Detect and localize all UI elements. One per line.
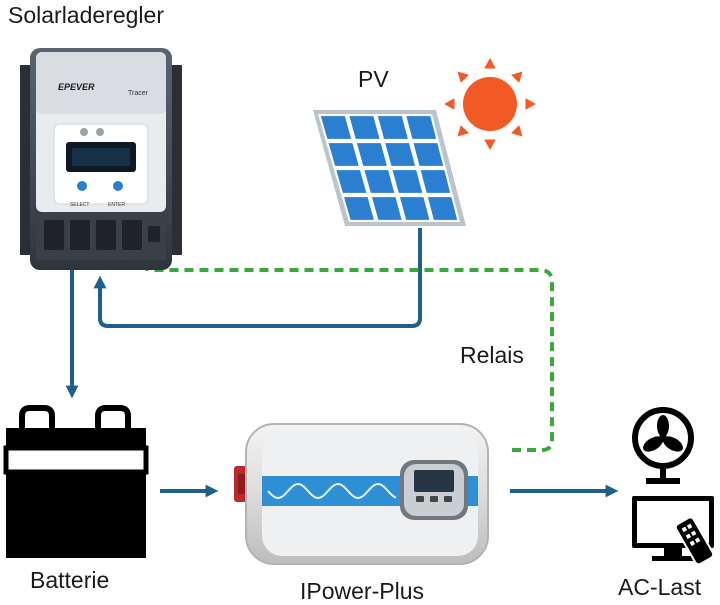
pv-cell <box>364 170 395 193</box>
pv-cell <box>385 143 416 166</box>
controller-label: Solarladeregler <box>8 2 164 28</box>
sun-ray <box>457 125 469 137</box>
sun-ray <box>511 125 523 137</box>
controller-select-label: SELECT <box>70 202 89 208</box>
pv-cell <box>420 170 451 193</box>
battery-label: Batterie <box>30 567 110 593</box>
pv-cell <box>344 197 374 220</box>
pv-cell <box>320 116 352 139</box>
charge-controller: EPEVER Tracer SELECT ENTER <box>20 48 182 270</box>
pv-cell <box>328 143 359 166</box>
pv-cell <box>356 143 387 166</box>
controller-brand: EPEVER <box>58 82 95 92</box>
sun-ray <box>457 71 469 83</box>
pv-cell <box>372 197 402 220</box>
solar-panel-icon <box>313 110 466 226</box>
pv-cell <box>406 116 437 139</box>
relay-label: Relais <box>460 342 524 368</box>
pv-cell <box>349 116 380 139</box>
remote-control-icon <box>674 516 715 566</box>
battery-icon <box>3 405 149 558</box>
pv-cell <box>336 170 367 193</box>
sun-ray <box>484 58 496 69</box>
sun-ray <box>484 139 496 150</box>
pv-cell <box>427 197 458 220</box>
pv-cell <box>377 116 408 139</box>
pv-cell <box>392 170 423 193</box>
inverter <box>234 423 489 565</box>
pv-label: PV <box>358 66 389 92</box>
fan-icon <box>632 407 694 484</box>
sun-ray <box>511 71 523 83</box>
pv-cell <box>413 143 444 166</box>
controller-model: Tracer <box>128 90 149 97</box>
inverter-label: IPower-Plus <box>300 578 424 604</box>
load-label: AC-Last <box>618 574 702 600</box>
controller-enter-label: ENTER <box>108 202 125 208</box>
pv-cell <box>399 197 430 220</box>
sun-icon <box>444 58 536 150</box>
sun-ray <box>525 98 536 110</box>
pv-to-controller-wire <box>93 228 422 328</box>
sun-ray <box>444 98 455 110</box>
